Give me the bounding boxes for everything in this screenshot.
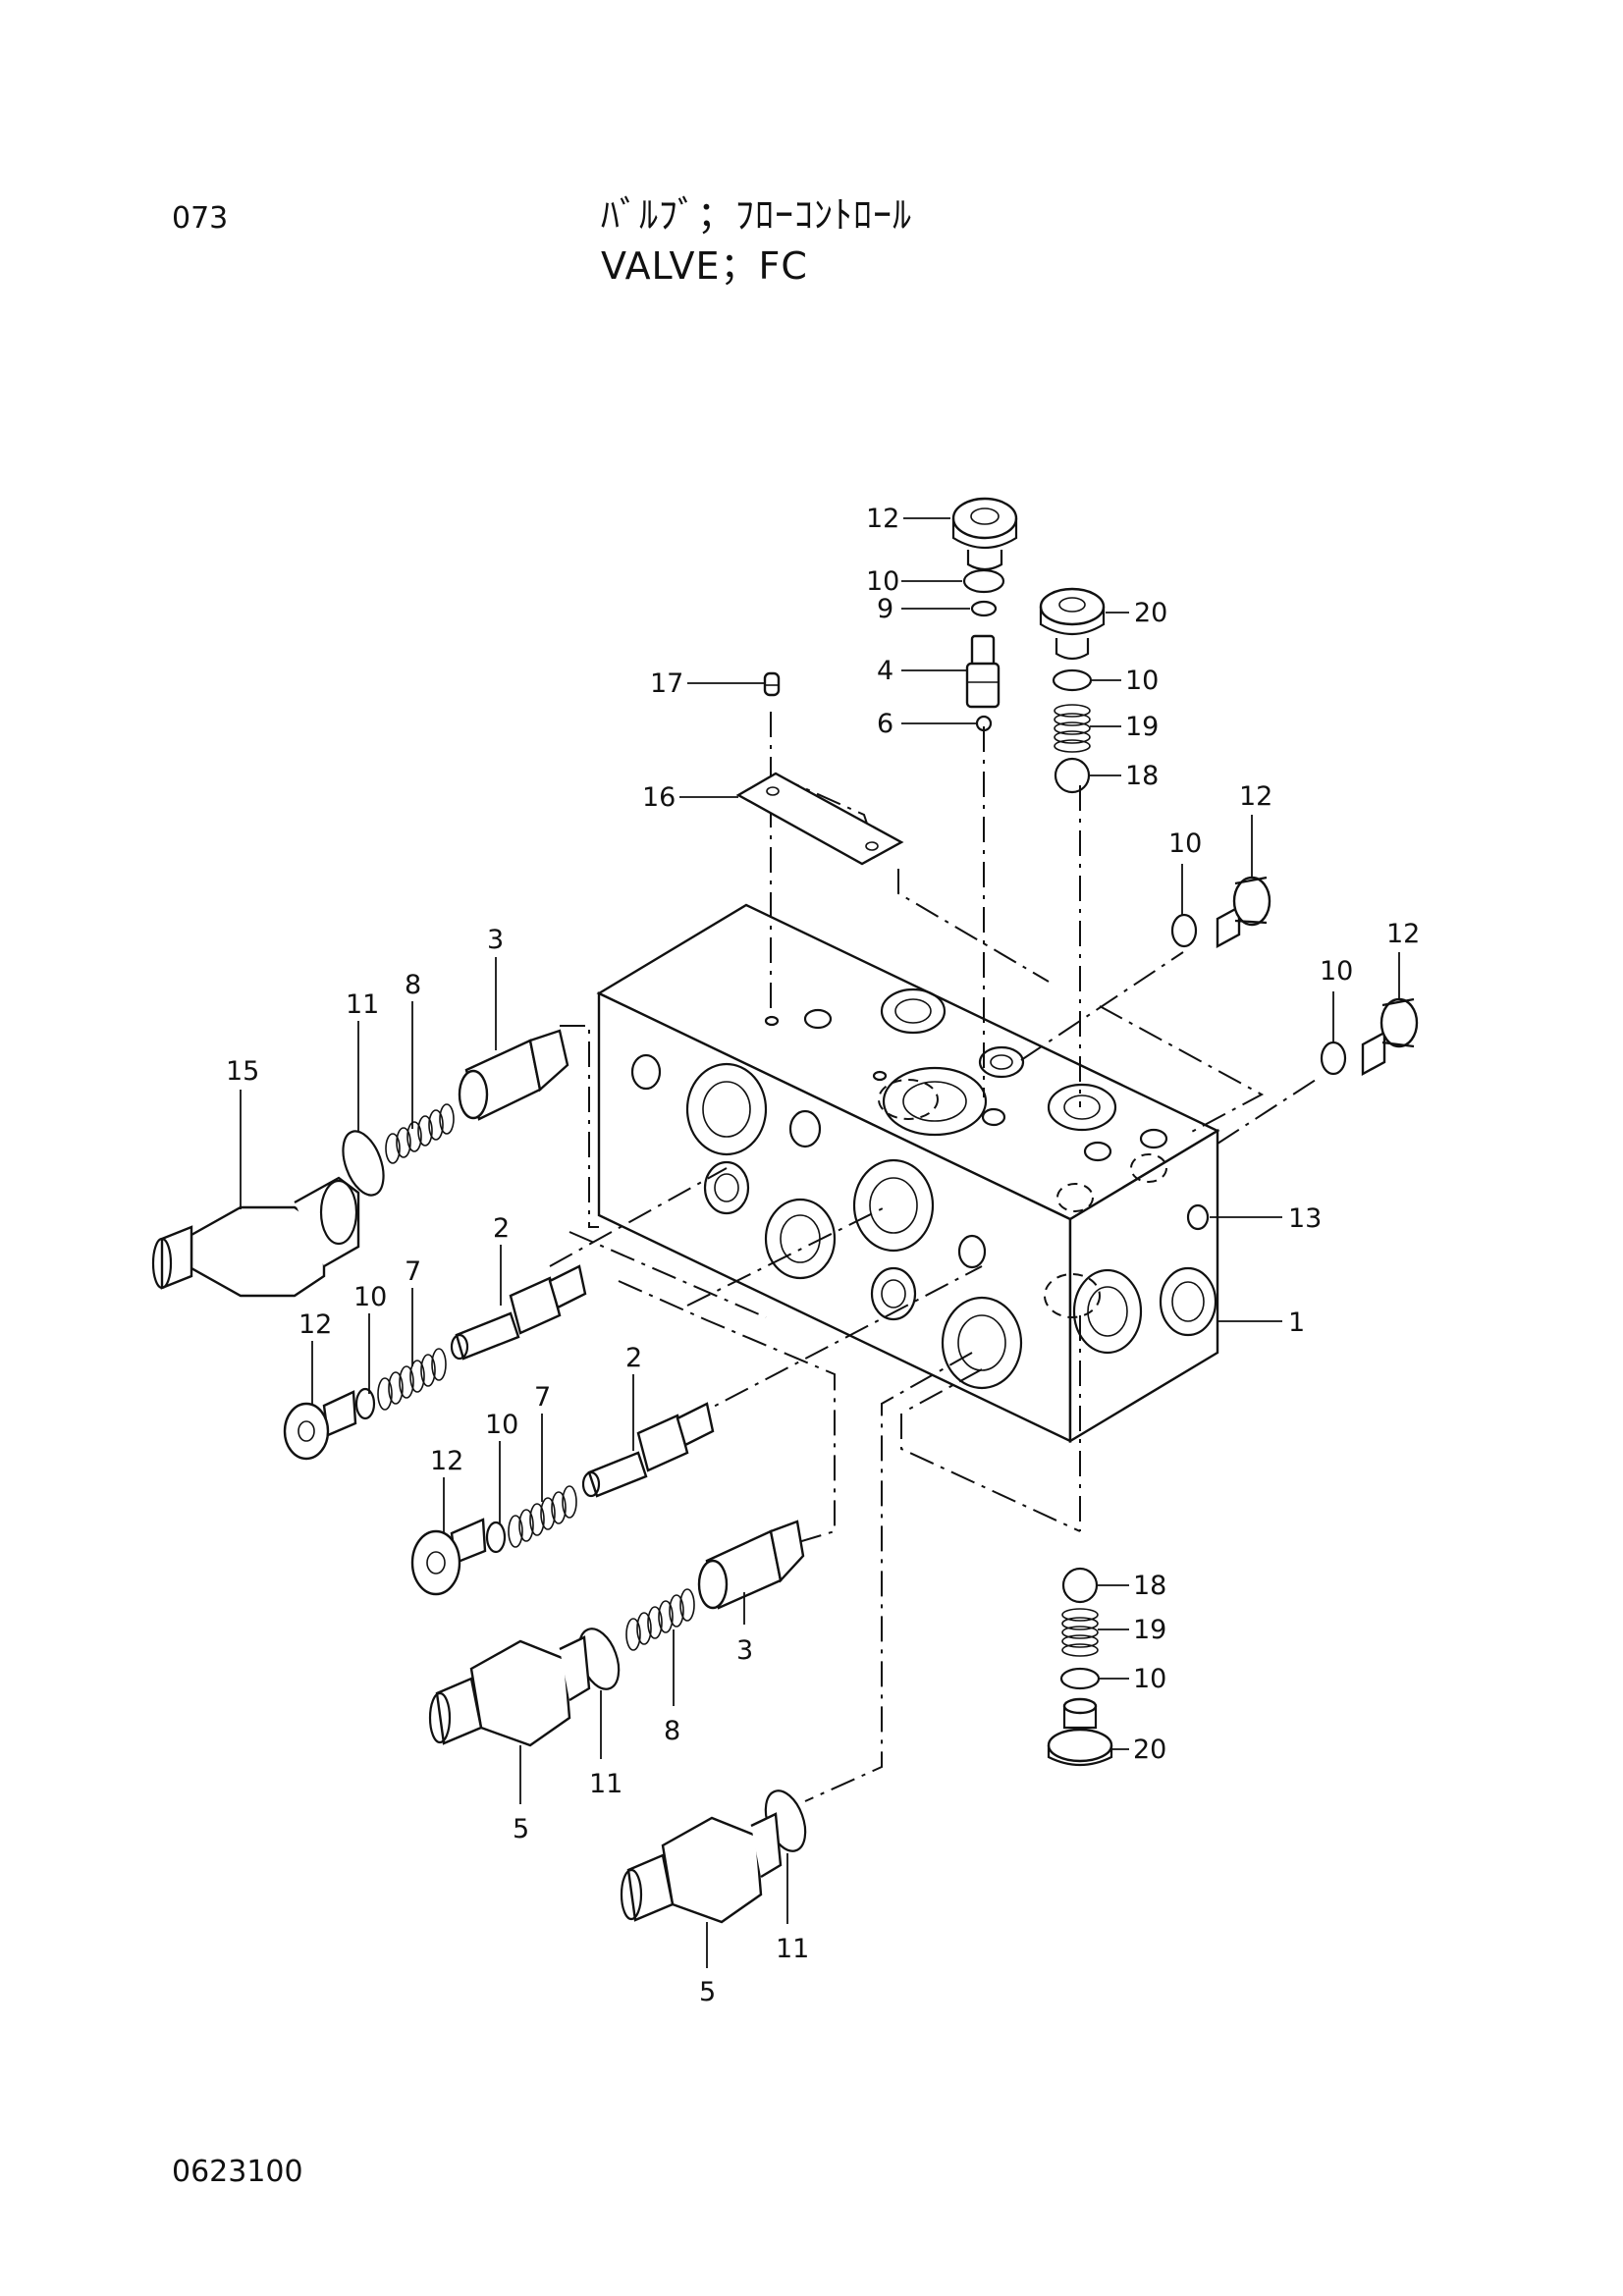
callout-11-lower-b: 11	[776, 1934, 809, 1964]
poppet-part-3-left	[458, 1029, 569, 1121]
callout-12-top: 12	[866, 504, 899, 534]
callout-5-b: 5	[699, 1977, 716, 2007]
spring-part-8-left	[385, 1103, 455, 1164]
spring-part-19-bottom	[1061, 1608, 1099, 1657]
callout-20-bottom: 20	[1133, 1735, 1166, 1765]
callout-12-mid-lower: 12	[430, 1446, 463, 1476]
callout-17: 17	[650, 668, 683, 699]
plug-part-20-top	[1039, 587, 1106, 661]
ball-part-18-top	[1054, 757, 1091, 794]
callout-1: 1	[1288, 1308, 1305, 1338]
plug-part-12-right-lower	[1320, 997, 1419, 1077]
valve-body	[596, 903, 1220, 1444]
ring-part-9	[970, 600, 998, 617]
oring-part-10-mid-lower	[485, 1521, 507, 1554]
plug-part-12-right-upper	[1170, 876, 1271, 949]
spring-part-8-lower	[625, 1588, 695, 1651]
insert-part-4	[965, 634, 1001, 709]
adapter-part-15	[151, 1176, 360, 1298]
callout-10-top-right: 10	[1125, 666, 1159, 696]
callout-11-left: 11	[346, 989, 379, 1020]
page-title-english: VALVE；FC	[601, 244, 808, 288]
callout-10-top: 10	[866, 566, 899, 597]
callout-11-lower-a: 11	[589, 1769, 622, 1799]
spring-part-7-upper	[377, 1348, 447, 1411]
plug-part-12-top	[951, 497, 1018, 571]
oring-part-11-left	[342, 1130, 385, 1197]
ball-part-18-bottom	[1061, 1567, 1099, 1604]
oring-part-10-top-right	[1052, 668, 1093, 692]
page-number: 073	[172, 201, 229, 236]
adapter-part-5-b	[620, 1812, 783, 1924]
callout-18-top: 18	[1125, 761, 1159, 791]
callout-12-mid-upper: 12	[298, 1309, 332, 1340]
callout-8-lower: 8	[664, 1716, 680, 1746]
oring-part-10-bottom	[1059, 1667, 1101, 1690]
oring-part-10-right-upper	[1170, 913, 1198, 948]
callout-10-mid-lower: 10	[485, 1410, 518, 1440]
callout-4: 4	[877, 656, 893, 686]
plug-part-12-mid-lower	[410, 1518, 487, 1596]
callout-7-upper: 7	[405, 1256, 421, 1287]
callout-7-lower: 7	[534, 1382, 551, 1413]
callout-8-left: 8	[405, 970, 421, 1000]
callout-13: 13	[1288, 1203, 1322, 1234]
assembly-center-lines	[549, 712, 1317, 1802]
callout-12-right-upper: 12	[1239, 781, 1272, 812]
callout-2-lower: 2	[625, 1343, 642, 1373]
callout-15: 15	[226, 1056, 259, 1087]
callout-16: 16	[642, 782, 676, 813]
spring-part-19-top	[1054, 704, 1091, 753]
leader-lines	[240, 517, 1400, 1968]
oring-part-10-top	[962, 568, 1005, 594]
poppet-part-3-lower	[697, 1520, 805, 1610]
callout-10-bottom: 10	[1133, 1664, 1166, 1694]
callout-20-top: 20	[1134, 598, 1167, 628]
adapter-part-5-a	[428, 1635, 591, 1747]
callout-9: 9	[877, 594, 893, 624]
spool-part-2-lower	[581, 1402, 715, 1498]
plug-part-20-bottom	[1047, 1697, 1113, 1767]
ball-part-6	[975, 715, 993, 732]
callout-19-bottom: 19	[1133, 1615, 1166, 1645]
callout-6: 6	[877, 709, 893, 739]
plate-part-16	[735, 772, 904, 866]
callout-labels: 12 10 9 4 6 20 10 19 18 17 16 10 12 10 1…	[226, 504, 1420, 2007]
spool-part-2-upper	[450, 1264, 587, 1361]
parts	[151, 497, 1419, 1924]
callout-10-right-lower: 10	[1320, 956, 1353, 987]
callout-10-right-upper: 10	[1168, 828, 1202, 859]
callout-10-mid-upper: 10	[353, 1282, 387, 1312]
callout-5-a: 5	[513, 1814, 529, 1844]
callout-19-top: 19	[1125, 712, 1159, 742]
callout-3-left: 3	[487, 925, 504, 955]
callout-18-bottom: 18	[1133, 1571, 1166, 1601]
page-title-japanese: ﾊﾞﾙﾌﾞ；ﾌﾛｰｺﾝﾄﾛｰﾙ	[601, 193, 913, 237]
callout-3-lower: 3	[736, 1635, 753, 1666]
oring-part-10-mid-upper	[354, 1387, 376, 1420]
plug-part-12-mid-upper	[283, 1390, 357, 1461]
document-code: 0623100	[172, 2155, 303, 2189]
spring-part-7-lower	[508, 1485, 577, 1548]
pin-part-17	[763, 671, 781, 697]
oring-part-10-right-lower	[1320, 1041, 1347, 1076]
callout-2-upper: 2	[493, 1213, 510, 1244]
callout-12-right-lower: 12	[1386, 919, 1420, 949]
